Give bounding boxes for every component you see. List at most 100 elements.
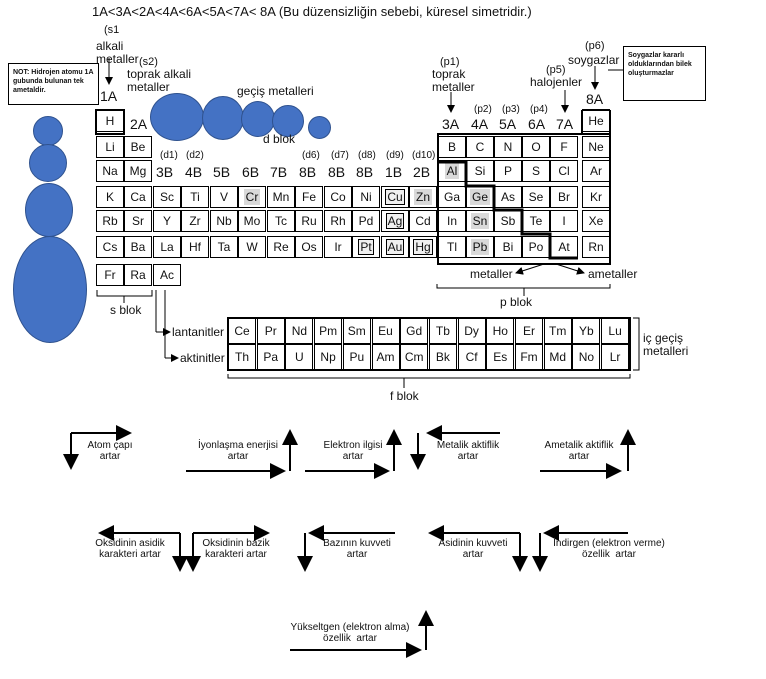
element-symbol: Zn [413, 189, 432, 205]
element-ar: Ar [582, 160, 610, 182]
group-4A: 4A [471, 116, 489, 132]
trend-iyonlasma: İyonlaşma enerjisi artar [197, 440, 279, 462]
label-d7: (d7) [331, 150, 349, 161]
element-symbol: Np [320, 350, 336, 364]
label-d6: (d6) [302, 150, 320, 161]
element-ir: Ir [324, 236, 352, 258]
element-symbol: O [531, 140, 541, 154]
label-alkali: alkali metaller [96, 39, 139, 66]
label-p-blok: p blok [500, 295, 533, 309]
element-symbol: Y [162, 214, 171, 228]
element-symbol: Zr [189, 214, 201, 228]
element-xe: Xe [582, 210, 610, 232]
element-fr: Fr [96, 264, 124, 286]
element-symbol: Be [130, 140, 146, 154]
element-fm: Fm [515, 344, 543, 370]
element-cf: Cf [457, 344, 486, 370]
group-7A: 7A [556, 116, 574, 132]
element-symbol: Tm [549, 324, 567, 338]
element-tb: Tb [428, 318, 457, 344]
element-be: Be [124, 136, 152, 158]
element-symbol: Re [273, 240, 289, 254]
element-ta: Ta [210, 236, 238, 258]
label-p4: (p4) [530, 104, 548, 115]
label-p5: (p5) [546, 64, 566, 76]
label-lantanitler: lantanitler [172, 325, 225, 339]
element-symbol: Hg [413, 239, 433, 255]
element-mg: Mg [124, 160, 152, 182]
element-zn: Zn [409, 186, 437, 208]
element-pt: Pt [352, 236, 380, 258]
element-tm: Tm [543, 318, 572, 344]
trend-elektron-ilgisi: Elektron ilgisi artar [323, 440, 383, 462]
element-ag: Ag [381, 210, 409, 232]
element-nb: Nb [210, 210, 238, 232]
element-symbol: Fm [520, 350, 538, 364]
element-ti: Ti [181, 186, 209, 208]
element-symbol: Mo [243, 214, 261, 228]
element-symbol: Er [523, 324, 535, 338]
group-2B: 2B [413, 164, 431, 180]
element-symbol: He [588, 114, 604, 128]
element-symbol: La [160, 240, 174, 254]
group-7B: 7B [270, 164, 288, 180]
element-as: As [494, 186, 522, 208]
element-symbol: Ga [443, 190, 460, 204]
element-ba: Ba [124, 236, 152, 258]
element-symbol: N [503, 140, 513, 154]
element-symbol: Nb [216, 214, 232, 228]
element-symbol: In [446, 214, 457, 228]
element-ho: Ho [486, 318, 515, 344]
atom-size-ball-6 [202, 96, 244, 140]
element-symbol: H [105, 114, 115, 128]
element-symbol: Ba [130, 240, 146, 254]
element-cd: Cd [409, 210, 437, 232]
group-5A: 5A [499, 116, 517, 132]
element-symbol: Nd [291, 324, 308, 338]
element-symbol: Ca [130, 190, 146, 204]
element-am: Am [371, 344, 400, 370]
group-8B-c: 8B [356, 164, 374, 180]
element-symbol: Bk [435, 350, 450, 364]
element-cu: Cu [381, 186, 409, 208]
element-symbol: Tb [435, 324, 450, 338]
element-la: La [153, 236, 181, 258]
element-symbol: Ra [130, 268, 146, 282]
element-symbol: Th [234, 350, 249, 364]
element-hg: Hg [409, 236, 437, 258]
element-symbol: Sr [132, 214, 144, 228]
group-4B: 4B [185, 164, 203, 180]
element-bk: Bk [428, 344, 457, 370]
element-symbol: As [500, 190, 515, 204]
element-ga: Ga [438, 186, 466, 208]
group-8B-a: 8B [299, 164, 317, 180]
group-2A: 2A [130, 116, 148, 132]
element-symbol: No [578, 350, 595, 364]
element-pd: Pd [352, 210, 380, 232]
element-symbol: U [295, 350, 304, 364]
label-ametaller: ametaller [588, 267, 638, 281]
element-cl: Cl [550, 160, 578, 182]
label-gecis: geçiş metalleri [237, 84, 314, 98]
group-3B: 3B [156, 164, 174, 180]
label-f-blok: f blok [390, 389, 419, 403]
element-symbol: Am [376, 350, 395, 364]
element-symbol: Pr [264, 324, 277, 338]
element-rb: Rb [96, 210, 124, 232]
element-i: I [550, 210, 578, 232]
element-lu: Lu [601, 318, 630, 344]
label-aktinitler: aktinitler [180, 351, 225, 365]
element-symbol: Si [474, 164, 486, 178]
element-symbol: Pt [358, 239, 374, 255]
element-cs: Cs [96, 236, 124, 258]
group-3A: 3A [442, 116, 460, 132]
element-eu: Eu [371, 318, 400, 344]
element-symbol: S [531, 164, 540, 178]
element-tc: Tc [267, 210, 295, 232]
element-symbol: C [475, 140, 485, 154]
element-symbol: Al [444, 163, 460, 179]
element-symbol: Fe [301, 190, 316, 204]
label-s2: (s2) [139, 56, 158, 68]
element-re: Re [267, 236, 295, 258]
